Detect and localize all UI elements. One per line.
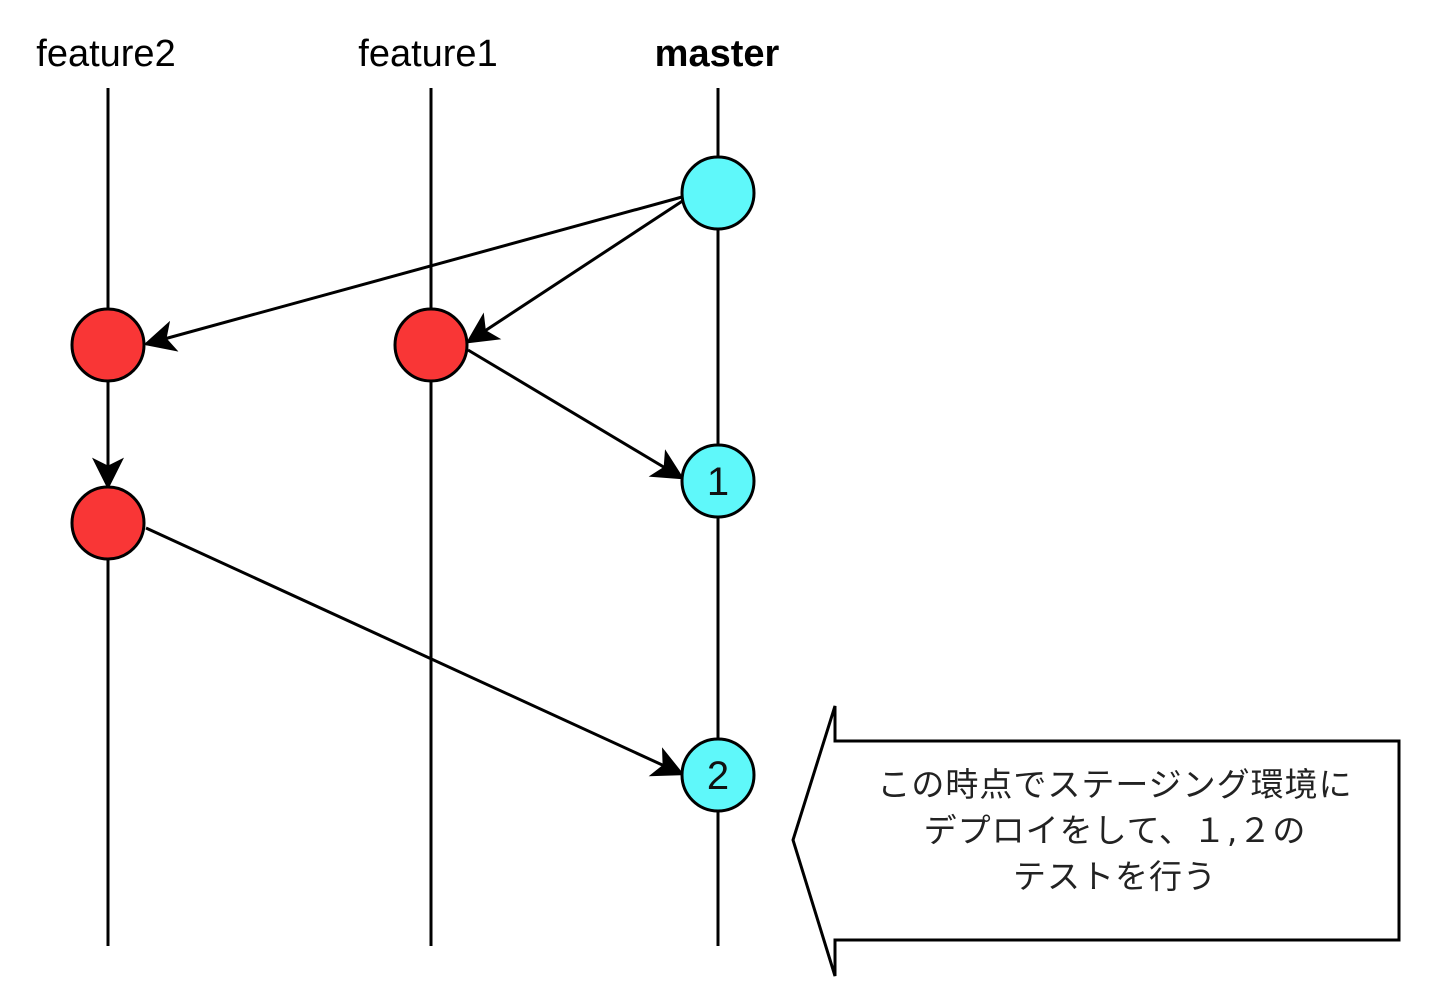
branch-label-feature1: feature1	[358, 33, 497, 75]
commit-node-feature1-1	[393, 307, 469, 383]
edge-master-to-feature2	[143, 195, 683, 352]
commit-node-feature2-2	[70, 485, 146, 561]
callout-text: この時点でステージング環境に デプロイをして、１,２の テストを行う	[877, 765, 1353, 896]
branch-label-feature2: feature2	[36, 33, 175, 75]
commit-node-master-base	[680, 155, 756, 231]
branch-label-master: master	[655, 33, 780, 75]
edge-feature1-to-master-1	[467, 348, 685, 480]
commit-node-master-2	[680, 737, 756, 813]
node-label-2: 2	[707, 754, 729, 798]
edge-feature2-to-master-2	[145, 526, 685, 777]
commit-node-master-1	[680, 443, 756, 519]
node-label-1: 1	[707, 460, 729, 504]
edge-master-to-feature1	[465, 198, 685, 344]
commit-node-feature2-1	[70, 307, 146, 383]
callout-arrow-shape	[791, 705, 1401, 977]
